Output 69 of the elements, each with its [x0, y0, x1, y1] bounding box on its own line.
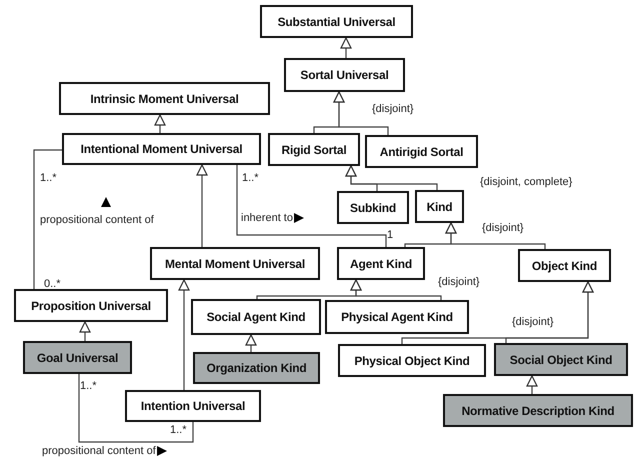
constraint-note: 0..*	[44, 278, 61, 290]
class-name: Social Agent Kind	[206, 310, 306, 324]
class-box	[284, 58, 405, 92]
constraint-note: {disjoint}	[372, 103, 414, 115]
class-name: Subkind	[350, 200, 396, 214]
class-name: Rigid Sortal	[282, 142, 346, 156]
association-line	[33, 149, 62, 289]
class-name: Substantial Universal	[278, 14, 396, 28]
class-box	[59, 82, 270, 115]
generalization-arrow	[350, 279, 442, 300]
class-box	[338, 344, 486, 377]
class-box	[14, 289, 168, 322]
constraint-note: 1..*	[170, 424, 187, 436]
constraint-note: {disjoint}	[482, 222, 524, 234]
class-name: Kind	[426, 200, 452, 214]
association-line	[236, 165, 387, 247]
class-name: Antirigid Sortal	[380, 144, 464, 158]
class-box	[494, 343, 628, 376]
constraint-note: {disjoint, complete}	[480, 176, 572, 188]
class-name: Agent Kind	[350, 256, 412, 270]
class-name: Intrinsic Moment Universal	[90, 92, 239, 106]
association-line	[78, 374, 194, 443]
edge-label: propositional content of	[40, 214, 154, 226]
class-name: Physical Agent Kind	[341, 310, 453, 324]
class-name: Proposition Universal	[31, 298, 151, 312]
edge-label: propositional content of	[42, 445, 156, 457]
generalization-arrow	[333, 91, 389, 135]
class-name: Normative Description Kind	[462, 404, 614, 418]
class-name: Intention Universal	[140, 399, 246, 413]
class-box	[365, 135, 478, 168]
class-box	[193, 352, 320, 384]
constraint-note: 1..*	[40, 172, 57, 184]
class-name: Social Object Kind	[510, 352, 612, 366]
constraint-note: {disjoint}	[512, 316, 554, 328]
class-box	[260, 5, 413, 38]
class-box	[415, 190, 464, 223]
constraint-note: 1..*	[80, 380, 97, 392]
class-box	[268, 133, 360, 166]
generalization-arrow	[178, 279, 190, 390]
generalization-arrow	[445, 222, 546, 249]
class-box	[23, 341, 132, 374]
class-name: Sortal Universal	[300, 68, 389, 82]
generalization-arrow	[196, 164, 208, 247]
edge-label: inherent to	[241, 212, 293, 224]
generalization-arrow	[526, 375, 538, 394]
class-box	[62, 133, 261, 165]
class-box	[325, 300, 469, 334]
generalization-arrow	[154, 114, 166, 133]
class-box	[337, 191, 409, 224]
class-name: Object Kind	[532, 258, 598, 272]
class-name: Physical Object Kind	[354, 354, 470, 368]
class-name: Goal Universal	[36, 350, 118, 364]
class-box	[150, 247, 320, 280]
class-name: Mental Moment Universal	[164, 256, 306, 270]
class-box	[125, 390, 261, 422]
class-box	[191, 299, 321, 335]
generalization-arrow	[340, 37, 352, 58]
class-box	[337, 247, 425, 280]
generalization-arrow	[345, 165, 438, 190]
generalization-arrow	[79, 321, 91, 341]
constraint-note: 1..*	[242, 172, 259, 184]
constraint-note: 1	[387, 229, 394, 241]
generalization-arrow	[245, 334, 257, 352]
class-box	[518, 249, 611, 282]
class-box	[443, 394, 633, 427]
constraint-note: {disjoint}	[438, 276, 480, 288]
generalization-arrow	[505, 281, 594, 343]
class-name: Intentional Moment Universal	[80, 142, 242, 156]
class-name: Organization Kind	[206, 361, 306, 375]
